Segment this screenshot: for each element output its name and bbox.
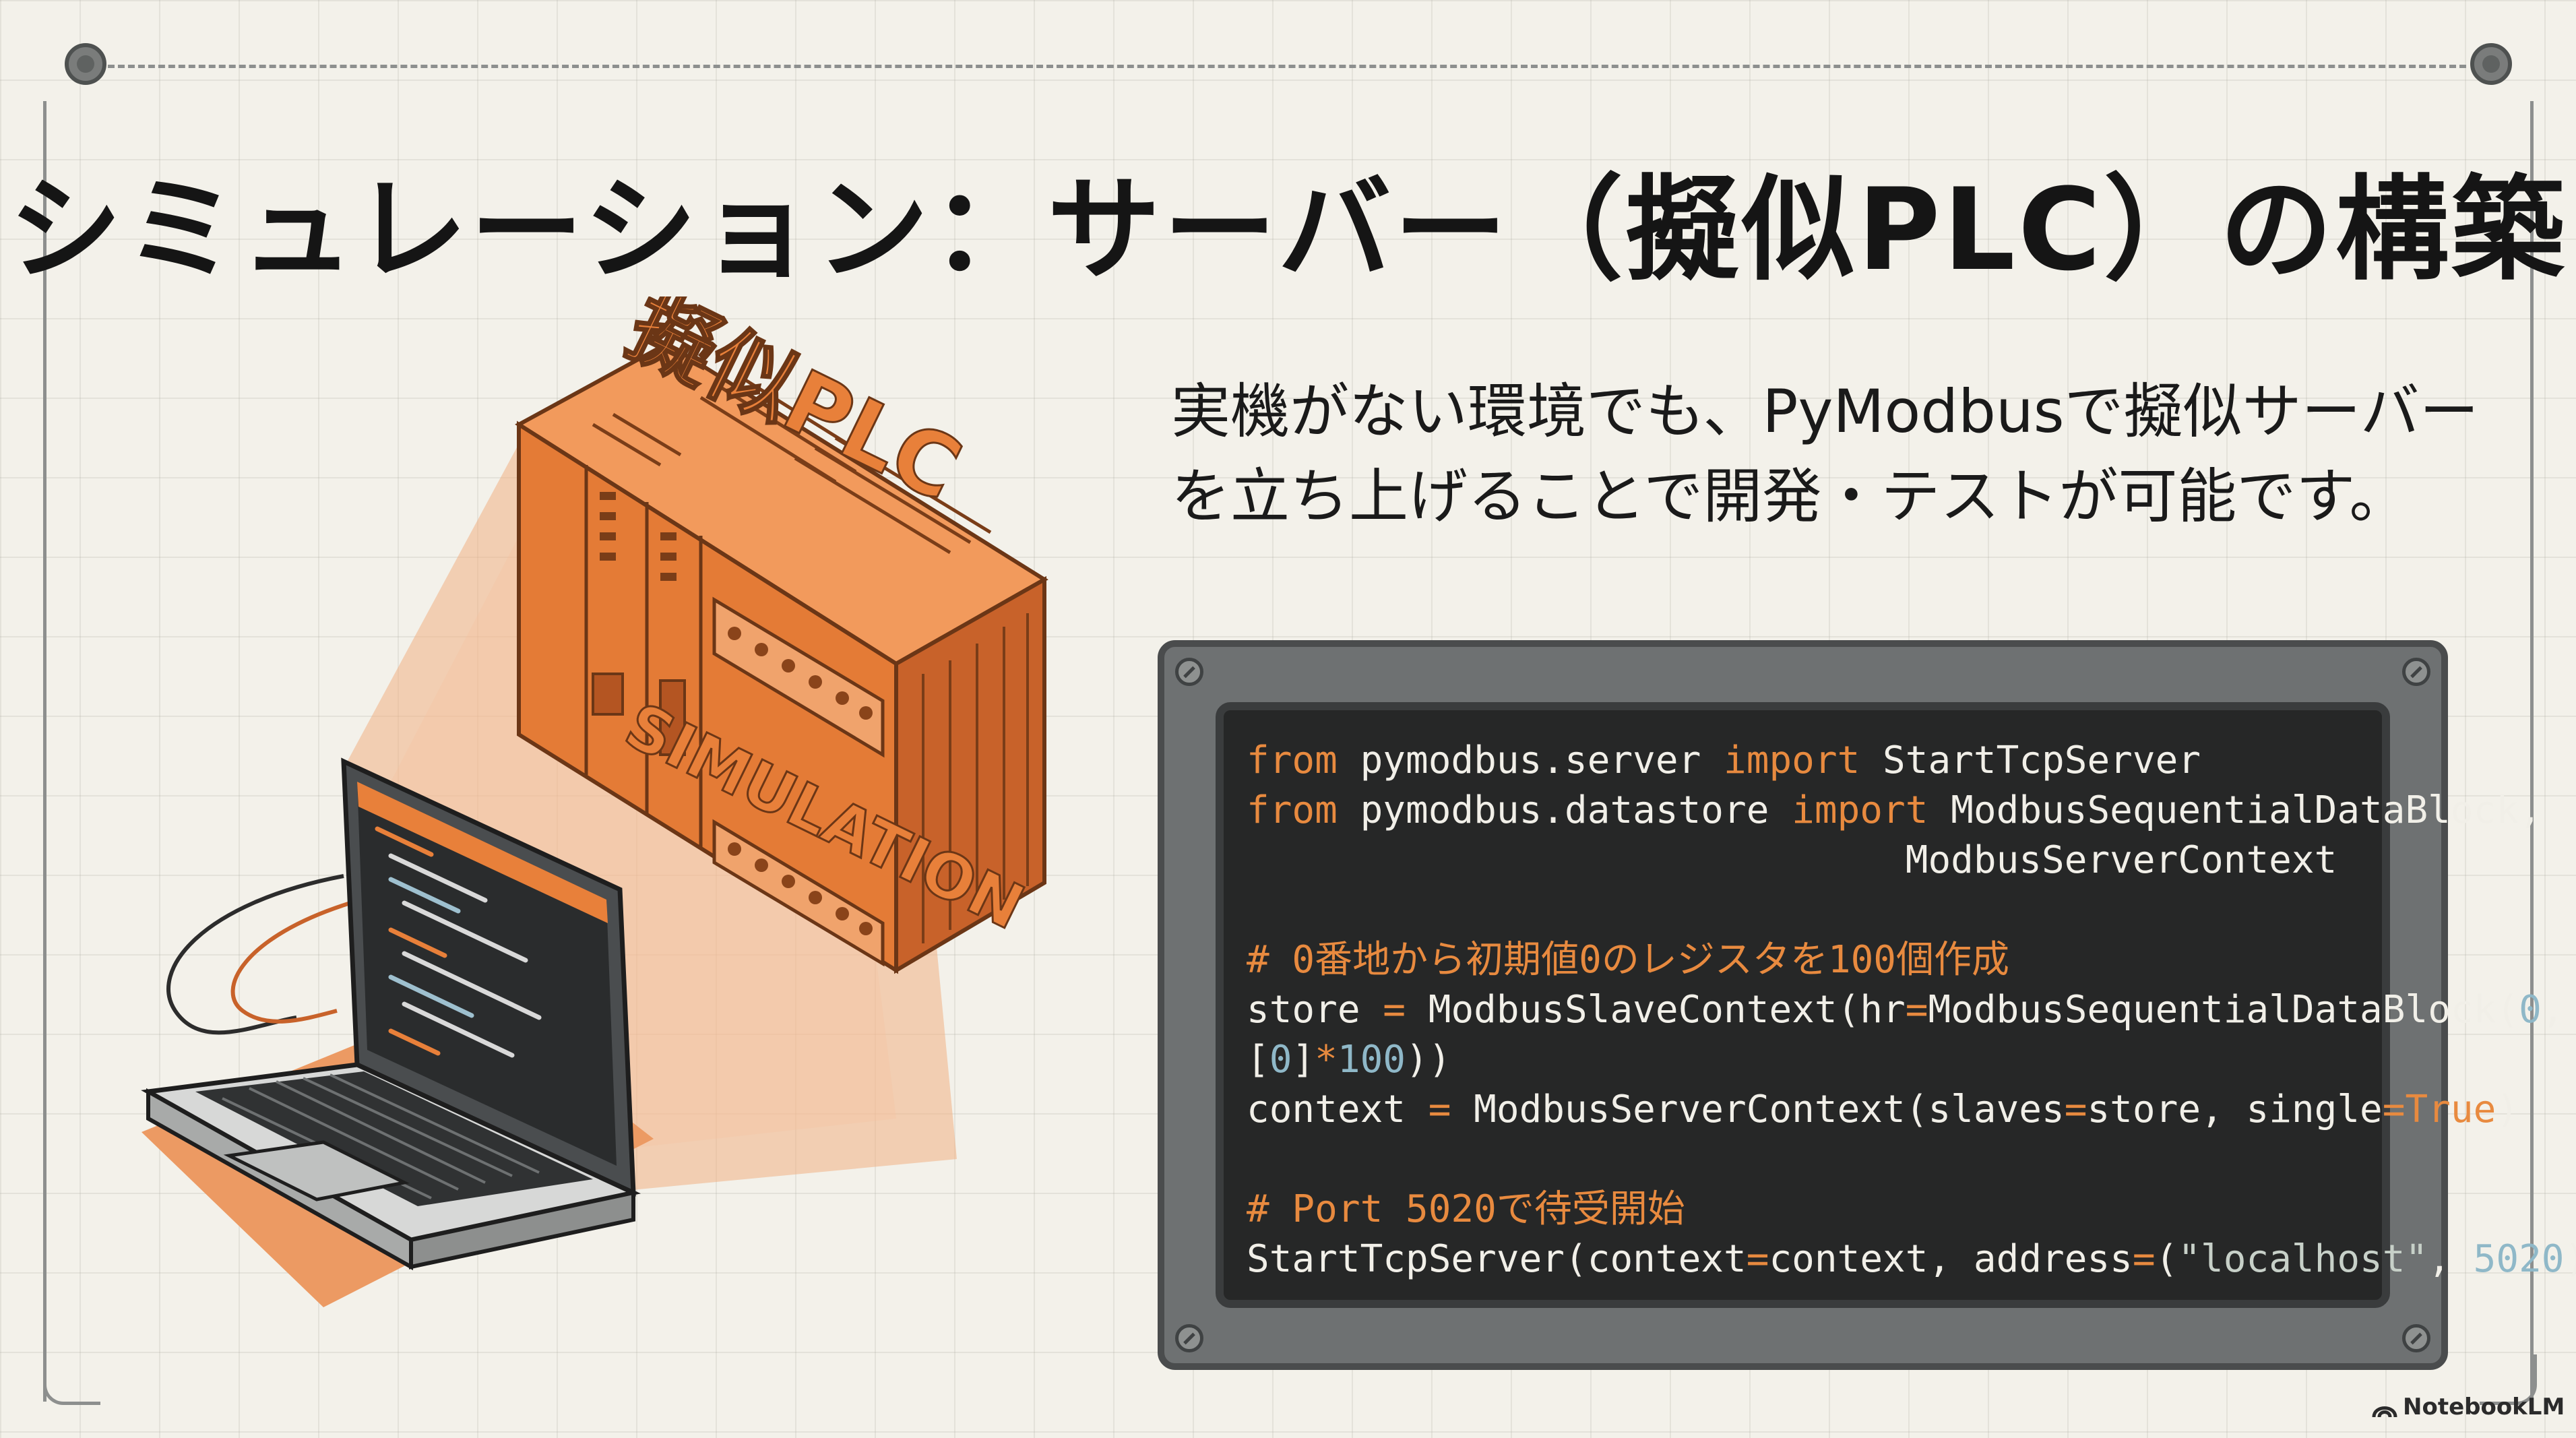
intro-line-1: 実機がない環境でも、PyModbusで擬似サーバー bbox=[1171, 377, 2479, 446]
frame-right-line bbox=[2530, 101, 2534, 1402]
screw-bottom-left-icon bbox=[1175, 1324, 1203, 1352]
screw-top-left-icon bbox=[1175, 658, 1203, 686]
code-line-5: store = ModbusSlaveContext(hr=ModbusSequ… bbox=[1247, 988, 2565, 1032]
code-comment-1: # 0番地から初期値0のレジスタを100個作成 bbox=[1247, 938, 2010, 982]
bolt-top-right-icon bbox=[2470, 43, 2512, 85]
notebooklm-brand: NotebookLM bbox=[2372, 1394, 2565, 1420]
code-line-6: [0]*100)) bbox=[1247, 1038, 1451, 1082]
brand-label: NotebookLM bbox=[2403, 1394, 2565, 1420]
frame-bottom-left-corner bbox=[43, 1354, 100, 1405]
code-line-1: from pymodbus.server import StartTcpServ… bbox=[1247, 739, 2201, 782]
code-comment-2: # Port 5020で待受開始 bbox=[1247, 1187, 1685, 1231]
laptop-icon bbox=[141, 757, 654, 1307]
screw-bottom-right-icon bbox=[2402, 1324, 2430, 1352]
screw-top-right-icon bbox=[2402, 658, 2430, 686]
intro-line-2: を立ち上げることで開発・テストが可能です。 bbox=[1171, 462, 2409, 531]
plc-unit-icon bbox=[515, 341, 1048, 974]
notebooklm-logo-icon bbox=[2372, 1406, 2397, 1417]
cable-icon bbox=[166, 874, 344, 1035]
code-screen: from pymodbus.server import StartTcpServ… bbox=[1216, 702, 2576, 1308]
code-line-3: ModbusServerContext bbox=[1905, 838, 2337, 882]
frame-bottom-right-corner bbox=[2480, 1354, 2537, 1405]
code-block: from pymodbus.server import StartTcpServ… bbox=[1247, 736, 2576, 1284]
frame-top-line bbox=[108, 65, 2466, 68]
code-line-2: from pymodbus.datastore import ModbusSeq… bbox=[1247, 788, 2542, 832]
plc-laptop-illustration: 擬似PLC SIMULATION bbox=[141, 296, 1048, 1307]
bolt-top-left-icon bbox=[65, 43, 106, 85]
frame-left-line bbox=[43, 101, 46, 1402]
code-line-9: StartTcpServer(context=context, address=… bbox=[1247, 1237, 2576, 1281]
intro-text: 実機がない環境でも、PyModbusで擬似サーバー を立ち上げることで開発・テス… bbox=[1171, 369, 2492, 539]
page-title: シミュレーション：サーバー（擬似PLC）の構築 bbox=[8, 164, 2568, 296]
code-panel: from pymodbus.server import StartTcpServ… bbox=[1158, 640, 2576, 1370]
code-line-7: context = ModbusServerContext(slaves=sto… bbox=[1247, 1088, 2519, 1131]
